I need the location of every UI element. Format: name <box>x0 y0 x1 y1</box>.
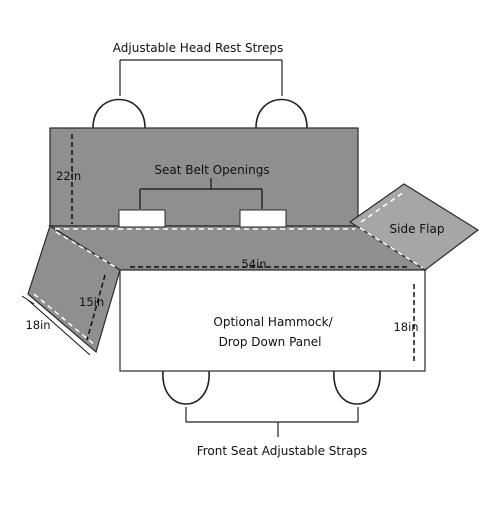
head-rest-strap-left <box>92 98 146 129</box>
seat-back-panel <box>49 127 359 227</box>
front-seat-strap-left <box>162 370 210 405</box>
seat-belt-bracket <box>139 178 263 209</box>
seat-belt-openings-label: Seat Belt Openings <box>154 163 269 177</box>
seam-lines <box>33 191 424 347</box>
front-strap-bracket <box>185 407 359 437</box>
hammock-panel <box>119 269 426 372</box>
hammock-label-line1: Optional Hammock/ <box>213 315 333 329</box>
back-height-label: 22in <box>56 169 81 183</box>
width-label: 54in <box>241 257 266 271</box>
head-rest-straps-label: Adjustable Head Rest Streps <box>113 41 283 55</box>
front-seat-strap-right <box>333 370 381 405</box>
head-rest-bracket <box>119 59 283 96</box>
seat-belt-opening-left <box>118 209 166 228</box>
flap-inner-label: 15in <box>79 295 104 309</box>
head-rest-strap-right <box>255 98 308 129</box>
seat-belt-opening-right <box>239 209 287 228</box>
flap-outer-dimension <box>21 295 91 356</box>
panel-height-label: 18in <box>393 320 418 334</box>
hammock-label-line2: Drop Down Panel <box>219 335 322 349</box>
dimension-lines <box>71 134 415 362</box>
side-flap-label: Side Flap <box>390 222 445 236</box>
flap-outer-label: 18in <box>25 318 50 332</box>
front-straps-label: Front Seat Adjustable Straps <box>197 444 368 458</box>
